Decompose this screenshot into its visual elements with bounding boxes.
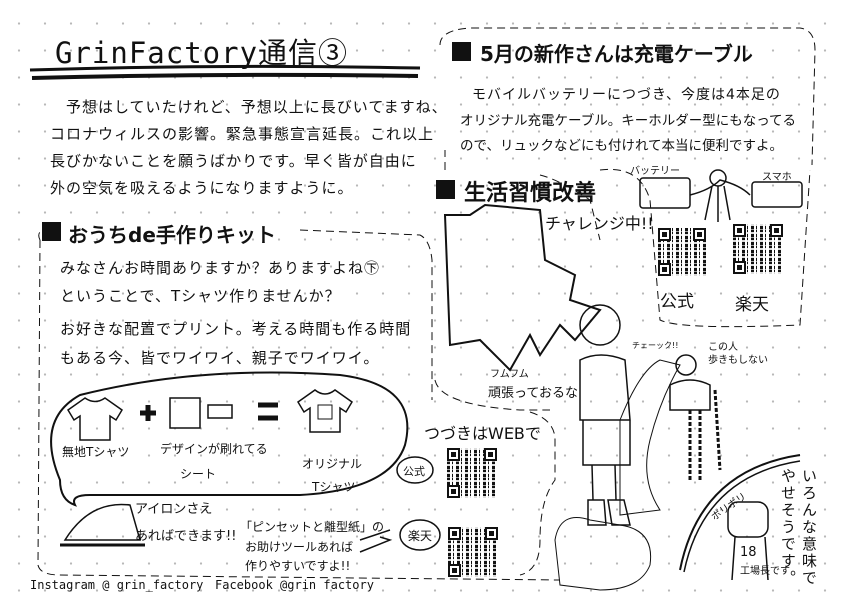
design-sheet-label: デザインが刷れてる: [160, 442, 268, 456]
tool-text: お助けツールあれば: [245, 540, 354, 554]
kit-line: ということで、Tシャツ作りませんか？: [60, 287, 341, 305]
cable-heading: 5月の新作さんは充電ケーブル: [480, 42, 753, 66]
tool-text: 作りやすいですよ!!: [245, 559, 351, 573]
instagram-handle: Instagram @ grin_factory: [30, 578, 204, 592]
section-bullet-icon: [436, 180, 455, 199]
cable-line: オリジナル充電ケーブル。キーホルダー型にもなってる: [460, 113, 797, 129]
check-text: チェーック!!: [632, 341, 679, 350]
cable-official-qr-code[interactable]: [658, 228, 706, 276]
intro-line: 外の空気を吸えるようになりますように。: [50, 179, 354, 197]
battery-label: バッテリー: [630, 166, 680, 177]
jersey-number: 18: [740, 545, 757, 560]
web-heading: つづきはWEBで: [424, 424, 541, 443]
official-bubble-label: 公式: [403, 465, 425, 478]
challenge-text: チャレンジ中!!: [545, 214, 654, 233]
cable-rakuten-label: 楽天: [735, 295, 769, 315]
kit-line: お好きな配置でプリント。考える時間も作る時間: [60, 320, 412, 338]
original-tshirt-label: Tシャツ: [312, 480, 356, 494]
phone-label: スマホ: [762, 172, 792, 183]
tool-text: 「ピンセットと離型紙」の: [240, 520, 385, 534]
page-title: GrinFactory通信③: [55, 36, 349, 70]
rakuten-qr-code[interactable]: [448, 527, 498, 577]
rakuten-bubble-label: 楽天: [408, 529, 433, 543]
design-sheet-label: シート: [180, 467, 217, 481]
robot-caption: この人: [708, 342, 738, 353]
plain-tshirt-label: 無地Tシャツ: [62, 445, 130, 459]
robot-caption: 歩きもしない: [708, 355, 768, 366]
cable-rakuten-qr-code[interactable]: [733, 224, 783, 274]
habit-heading: 生活習慣改善: [464, 181, 597, 206]
kit-line: みなさんお時間ありますか？ありますよね㊦: [60, 259, 381, 277]
section-bullet-icon: [42, 222, 61, 241]
section-bullet-icon: [452, 42, 471, 61]
cable-line: ので、リュックなどにも付けれて本当に便利ですよ。: [460, 138, 784, 154]
cable-line: モバイルバッテリーにつづき、今度は4本足の: [472, 87, 781, 103]
ganbatte-text: 頑張っておるな: [488, 386, 578, 401]
iron-text: アイロンさえ: [135, 502, 213, 517]
cable-official-label: 公式: [660, 292, 694, 312]
intro-line: コロナウィルスの影響。緊急事態宣言延長。これ以上: [50, 125, 435, 143]
iron-text: あればできます!!: [135, 529, 237, 544]
factory-chief-text: 工場長です: [740, 566, 790, 577]
original-tshirt-label: オリジナル: [302, 457, 363, 471]
slim-text: いろんな意味でやせそうです。: [779, 468, 818, 587]
kit-heading: おうちde手作りキット: [68, 223, 276, 247]
intro-line: 長びかないことを願うばかりです。早く皆が自由に: [50, 152, 417, 170]
facebook-handle: Facebook @grin factory: [215, 578, 374, 592]
kit-line: もある今、皆でワイワイ、親子でワイワイ。: [60, 349, 380, 367]
intro-line: 予想はしていたけれど、予想以上に長びいてますね、: [50, 98, 448, 116]
official-qr-code[interactable]: [447, 448, 497, 498]
fumu-text: フムフム: [490, 369, 529, 380]
